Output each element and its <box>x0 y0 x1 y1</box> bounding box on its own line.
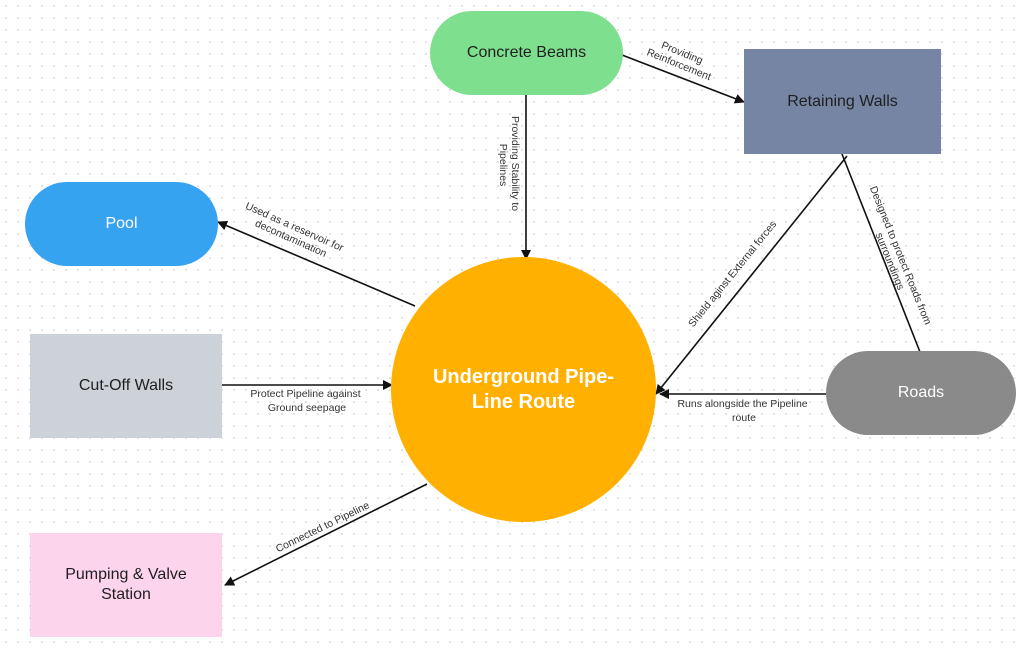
node-cut-off-walls: Cut-Off Walls <box>30 334 222 438</box>
node-label: Concrete Beams <box>466 44 587 61</box>
edge-label-roads-to-walls: Designed to protect Roads from surroundi… <box>856 185 935 334</box>
node-label: Pool <box>105 215 138 232</box>
edge-beams-to-walls <box>621 54 745 104</box>
node-pumping-valve-station: Pumping & Valve Station <box>30 533 222 637</box>
edge-label-beams-to-walls: Providing Reinforcement <box>645 35 717 83</box>
node-label: Retaining Walls <box>787 92 898 110</box>
edge-label-walls-to-route: Shield aginst External forces <box>686 219 779 330</box>
edge-walls-to-route <box>655 155 848 395</box>
node-label: Roads <box>897 384 945 401</box>
edge-label-cutoff-to-route: Protect Pipeline against Ground seepage <box>250 388 363 414</box>
node-roads: Roads <box>826 351 1016 435</box>
edge-label-route-to-pool: Used as a reservoir for decontamination <box>238 200 347 266</box>
node-label: Underground Pipe-Line Route <box>432 365 615 413</box>
node-label: Cut-Off Walls <box>78 377 174 394</box>
edge-label-route-to-pumping: Connected to Pipeline <box>274 499 372 555</box>
edge-route-to-pool <box>217 220 416 307</box>
edge-roads-to-walls <box>841 153 921 353</box>
node-underground-pipeline-route: Underground Pipe-Line Route <box>391 257 656 522</box>
edge-label-beams-to-route: Providing Stability to Pipelines <box>497 116 521 214</box>
node-retaining-walls: Retaining Walls <box>744 49 941 154</box>
node-pool: Pool <box>25 182 218 266</box>
edge-label-roads-to-route: Runs alongside the Pipeline route <box>677 398 810 424</box>
node-label: Pumping & Valve Station <box>65 566 187 603</box>
node-concrete-beams: Concrete Beams <box>430 11 623 95</box>
edge-route-to-pumping <box>224 483 428 586</box>
